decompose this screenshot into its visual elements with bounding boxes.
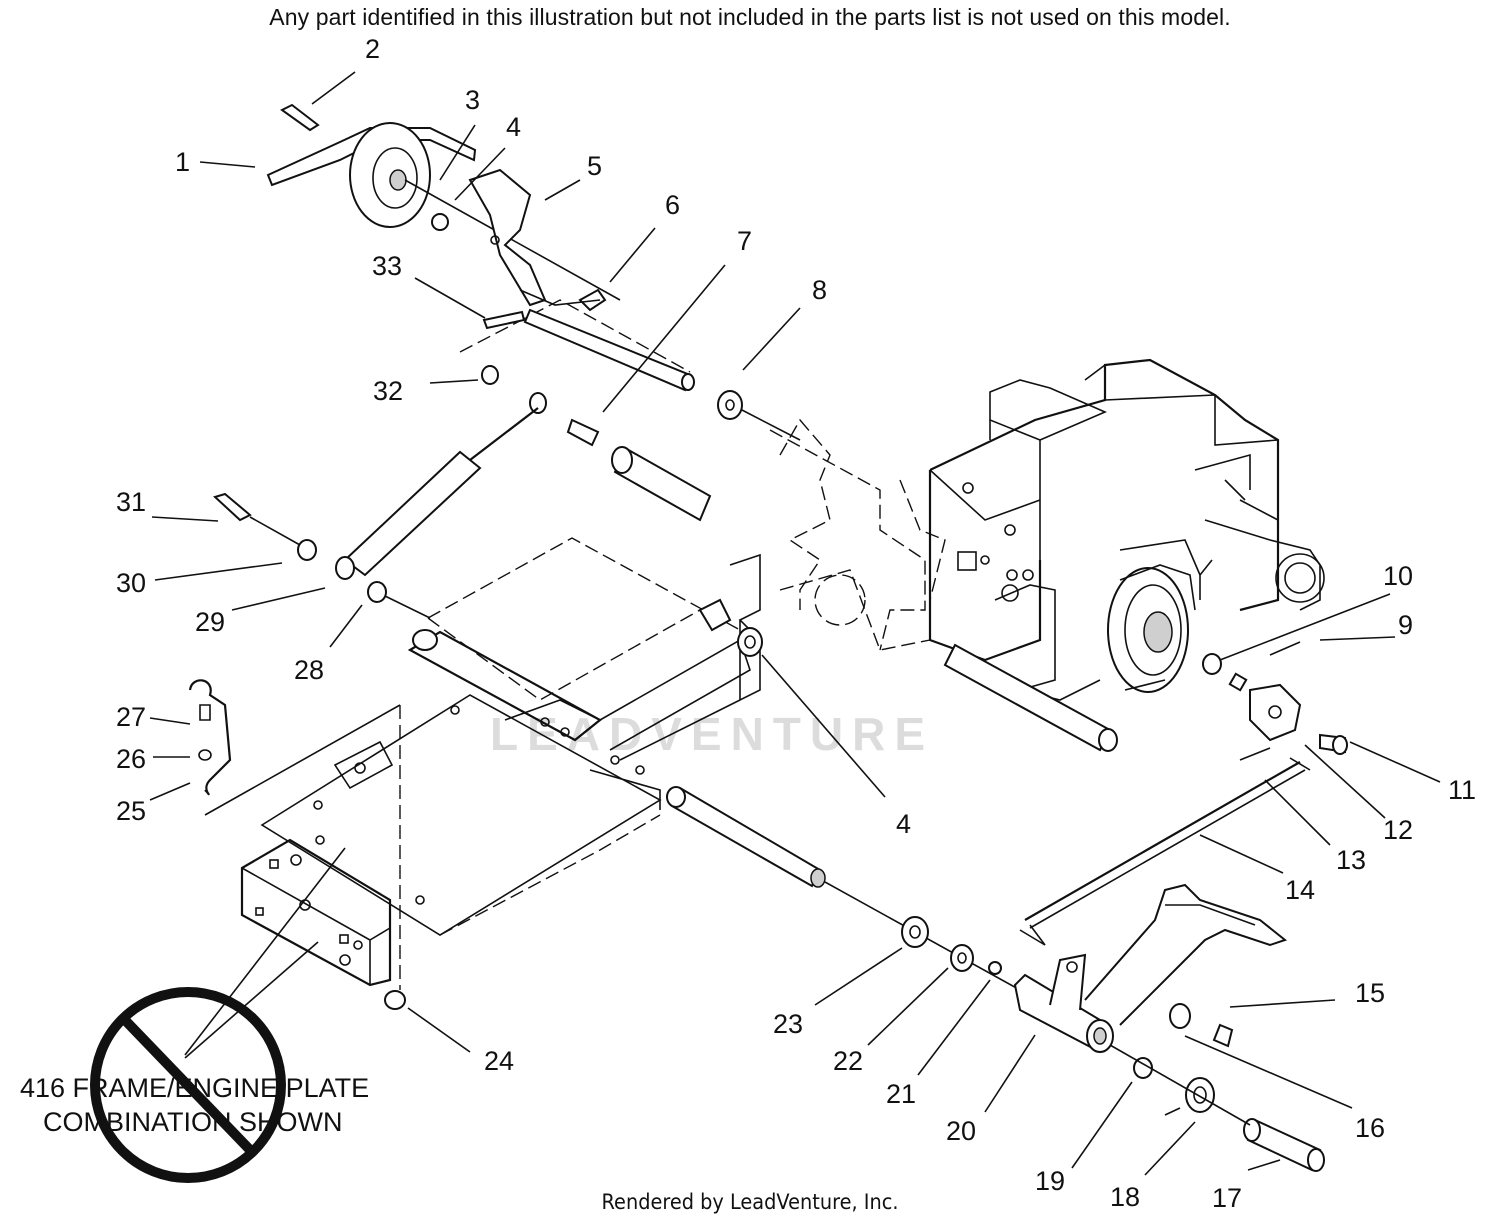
prohibition-sign (90, 987, 286, 1183)
callout-15: 15 (1355, 978, 1385, 1008)
callout-28: 28 (294, 655, 324, 685)
callout-3: 3 (465, 85, 480, 115)
callout-33: 33 (372, 251, 402, 281)
callout-17: 17 (1212, 1183, 1242, 1213)
callout-25: 25 (116, 796, 146, 826)
callout-14: 14 (1285, 875, 1315, 905)
callout-22: 22 (833, 1046, 863, 1076)
callout-30: 30 (116, 568, 146, 598)
callout-1: 1 (175, 147, 190, 177)
callout-10: 10 (1383, 561, 1413, 591)
callout-6: 6 (665, 190, 680, 220)
callout-5: 5 (587, 151, 602, 181)
hook-assembly (188, 679, 406, 1010)
frame-note-line2: COMBINATION SHOWN (43, 1107, 343, 1137)
callout-29: 29 (195, 607, 225, 637)
callout-7: 7 (737, 226, 752, 256)
idler-pulley-assembly (266, 103, 801, 441)
credit-footer: Rendered by LeadVenture, Inc. (601, 1190, 899, 1214)
callout-23: 23 (773, 1009, 803, 1039)
callout-20: 20 (946, 1116, 976, 1146)
callout-4: 4 (506, 112, 521, 142)
leader-lines (149, 71, 1441, 1176)
callout-32: 32 (373, 376, 403, 406)
callout-21: 21 (886, 1079, 916, 1109)
brake-rod (1019, 757, 1311, 946)
callout-31: 31 (116, 487, 146, 517)
callout-26: 26 (116, 744, 146, 774)
callout-8: 8 (812, 275, 827, 305)
brake-hub (1107, 564, 1196, 693)
rear-tube (611, 446, 1118, 752)
engine-plate (729, 418, 946, 702)
diagram-notice: Any part identified in this illustration… (269, 4, 1231, 30)
transmission-housing (928, 358, 1325, 701)
pedal-assembly (1013, 883, 1325, 1172)
callout-27: 27 (116, 702, 146, 732)
center-bolt (698, 598, 763, 657)
callout-2: 2 (365, 34, 380, 64)
callout-18: 18 (1110, 1182, 1140, 1212)
callout-24: 24 (484, 1046, 514, 1076)
callout-4b: 4 (896, 809, 911, 839)
callout-9: 9 (1398, 610, 1413, 640)
callout-12: 12 (1383, 815, 1413, 845)
damper-assembly (213, 365, 600, 619)
brake-linkage-parts (1202, 641, 1348, 761)
watermark: LEADVENTURE (490, 708, 934, 760)
callout-13: 13 (1336, 845, 1366, 875)
callout-19: 19 (1035, 1166, 1065, 1196)
callout-16: 16 (1355, 1113, 1385, 1143)
frame-note-line1: 416 FRAME/ENGINE PLATE (20, 1073, 369, 1103)
washers-lower (901, 916, 1002, 975)
callout-11: 11 (1448, 775, 1476, 805)
